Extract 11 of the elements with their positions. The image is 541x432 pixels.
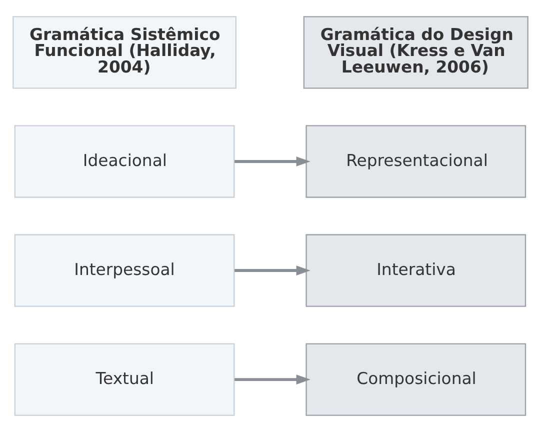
node-box: Gramática do Design Visual (Kress e Van Leeuwen, 2006) xyxy=(303,16,528,89)
arrow xyxy=(234,156,310,166)
node-box: Gramática Sistêmico Funcional (Halliday, 2004) xyxy=(12,16,236,89)
arrow xyxy=(234,374,310,384)
node-box: Textual xyxy=(14,343,235,416)
arrow xyxy=(234,266,310,276)
node-box: Ideacional xyxy=(14,125,235,198)
node-box: Representacional xyxy=(306,125,526,198)
node-box: Composicional xyxy=(306,343,526,416)
node-box: Interpessoal xyxy=(14,234,235,307)
node-box: Interativa xyxy=(306,234,526,307)
